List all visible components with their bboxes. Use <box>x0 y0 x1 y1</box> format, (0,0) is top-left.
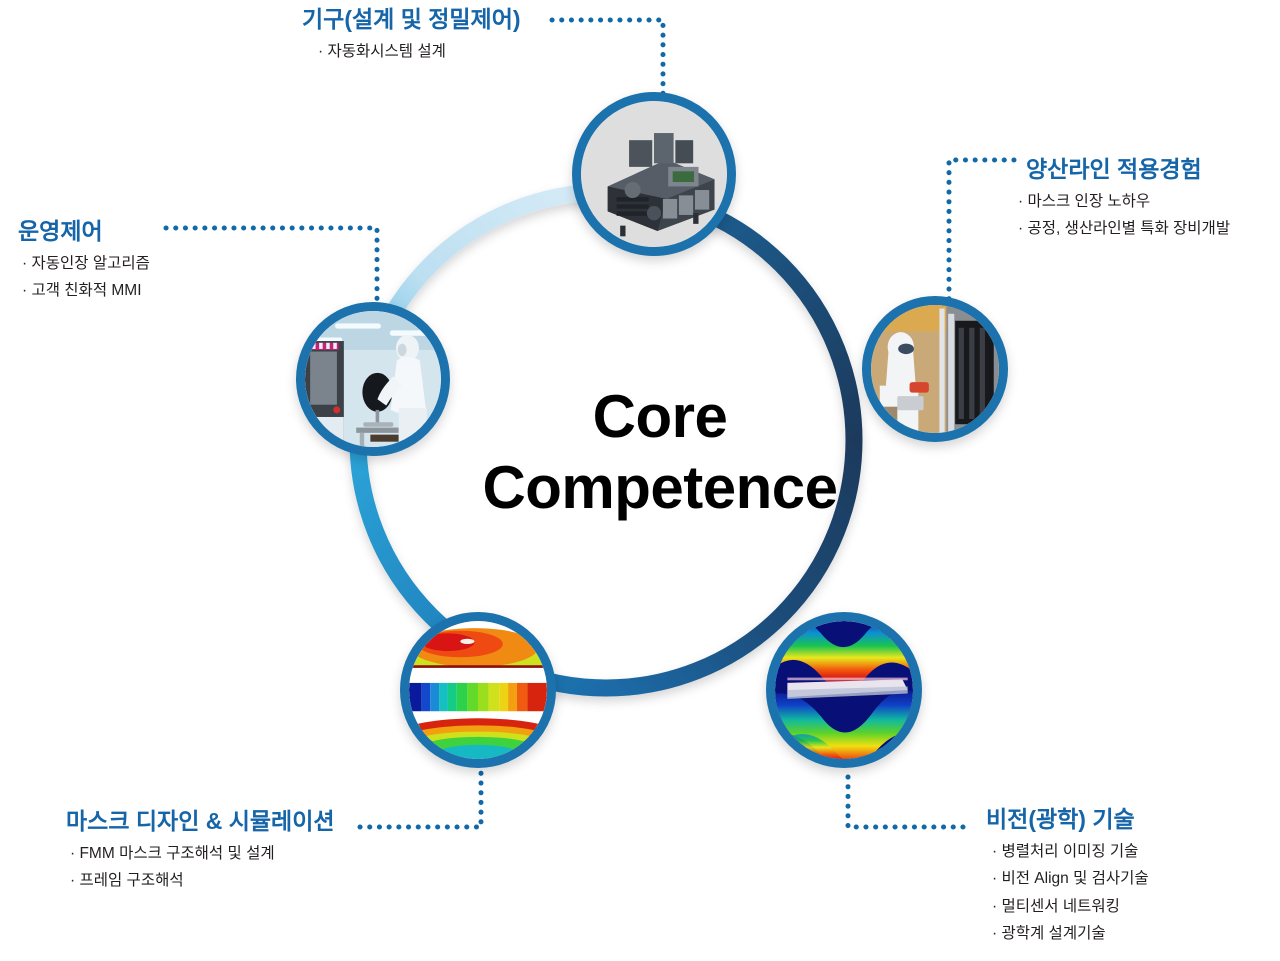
label-mechanism-bullet-0: · 자동화시스템 설계 <box>318 42 446 60</box>
label-operation-bullet-0: · 자동인장 알고리즘 <box>22 254 150 272</box>
label-simulation-heading: 마스크 디자인 & 시뮬레이션 <box>66 808 335 834</box>
label-vision: 비전(광학) 기술 · 병렬처리 이미징 기술 · 비전 Align 및 검사기… <box>986 806 1149 944</box>
node-vision[interactable] <box>766 612 922 768</box>
label-simulation: 마스크 디자인 & 시뮬레이션 · FMM 마스크 구조해석 및 설계 · 프레… <box>66 808 335 891</box>
node-simulation[interactable] <box>400 612 556 768</box>
cleanroom-operator-photo <box>871 305 999 433</box>
label-massline-heading: 양산라인 적용경험 <box>1026 156 1202 182</box>
label-simulation-bullet-1: · 프레임 구조해석 <box>70 872 184 890</box>
label-mechanism-heading: 기구(설계 및 정밀제어) <box>302 6 521 32</box>
label-massline: 양산라인 적용경험 · 마스크 인장 노하우 · 공정, 생산라인별 특화 장비… <box>1018 156 1230 239</box>
label-operation-heading: 운영제어 <box>18 218 103 244</box>
connector-operation <box>163 225 380 311</box>
node-massline[interactable] <box>862 296 1008 442</box>
center-title: Core Competence <box>482 383 838 521</box>
industrial-machine-photo <box>581 101 727 247</box>
connector-vision <box>845 769 966 830</box>
label-simulation-bullet-0: · FMM 마스크 구조해석 및 설계 <box>70 844 275 862</box>
connector-massline <box>946 157 1017 305</box>
label-vision-bullet-0: · 병렬처리 이미징 기술 <box>992 842 1139 860</box>
connector-simulation <box>357 769 484 830</box>
label-operation: 운영제어 · 자동인장 알고리즘 · 고객 친화적 MMI <box>18 218 150 301</box>
label-operation-bullet-1: · 고객 친화적 MMI <box>22 282 142 300</box>
fea-contour-photo <box>409 621 547 759</box>
lab-monitor-photo <box>305 311 441 447</box>
label-vision-bullet-1: · 비전 Align 및 검사기술 <box>992 870 1149 888</box>
node-operation[interactable] <box>296 302 450 456</box>
optical-interference-photo <box>775 621 913 759</box>
label-vision-bullet-3: · 광학계 설계기술 <box>992 925 1106 943</box>
label-massline-bullet-1: · 공정, 생산라인별 특화 장비개발 <box>1018 220 1231 238</box>
label-massline-bullet-0: · 마스크 인장 노하우 <box>1018 192 1151 210</box>
label-vision-bullet-2: · 멀티센서 네트워킹 <box>992 897 1120 915</box>
label-vision-heading: 비전(광학) 기술 <box>986 806 1135 832</box>
node-mechanism[interactable] <box>572 92 736 256</box>
label-mechanism: 기구(설계 및 정밀제어) · 자동화시스템 설계 <box>302 6 632 61</box>
